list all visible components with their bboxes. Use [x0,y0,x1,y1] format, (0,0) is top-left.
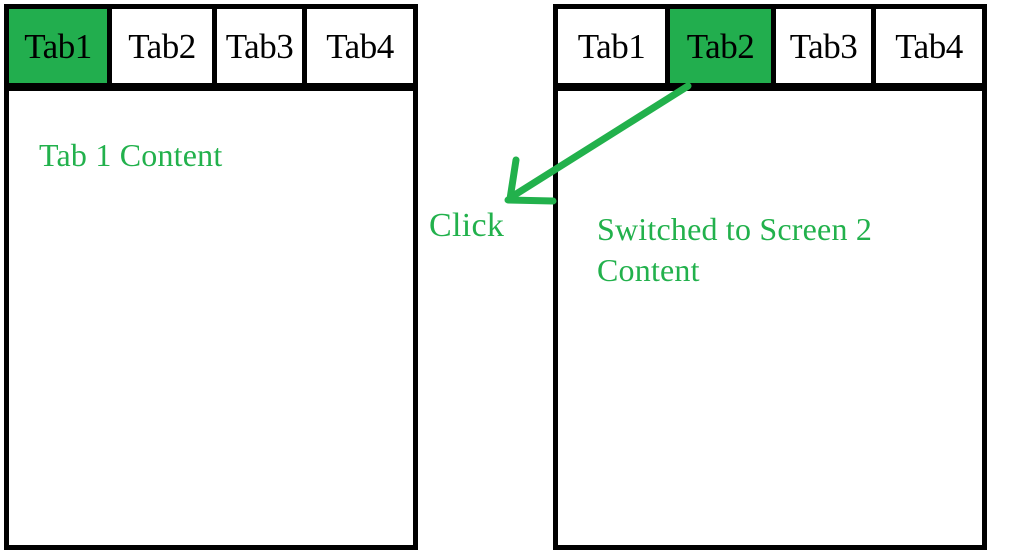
screen-1-tab-tab3[interactable]: Tab3 [217,9,307,83]
screen-1-content-text: Tab 1 Content [39,137,223,173]
screen-1-tab-tab1[interactable]: Tab1 [9,9,112,83]
screen-2-tab-tab3[interactable]: Tab3 [776,9,876,83]
screen-1-tab-tab4[interactable]: Tab4 [307,9,413,83]
click-arrow-barb-lower [504,196,557,205]
click-annotation-label: Click [429,207,505,244]
screen-2-window: Tab1 Tab2 Tab3 Tab4 Switched to Screen 2… [553,4,987,550]
screen-2-tab-strip: Tab1 Tab2 Tab3 Tab4 [553,4,987,88]
screen-2-tab-tab4[interactable]: Tab4 [876,9,982,83]
screen-1-window: Tab1 Tab2 Tab3 Tab4 Tab 1 Content [4,4,418,550]
screen-2-content-pane: Switched to Screen 2 Content [553,86,987,550]
screen-2-tab-tab2[interactable]: Tab2 [670,9,776,83]
screen-1-tab-tab2[interactable]: Tab2 [112,9,217,83]
click-arrow-barb-upper [506,156,520,203]
screen-1-content-pane: Tab 1 Content [4,86,418,550]
screen-2-content-text: Switched to Screen 2 Content [597,211,873,288]
screen-1-tab-strip: Tab1 Tab2 Tab3 Tab4 [4,4,418,88]
screen-2-tab-tab1[interactable]: Tab1 [558,9,670,83]
